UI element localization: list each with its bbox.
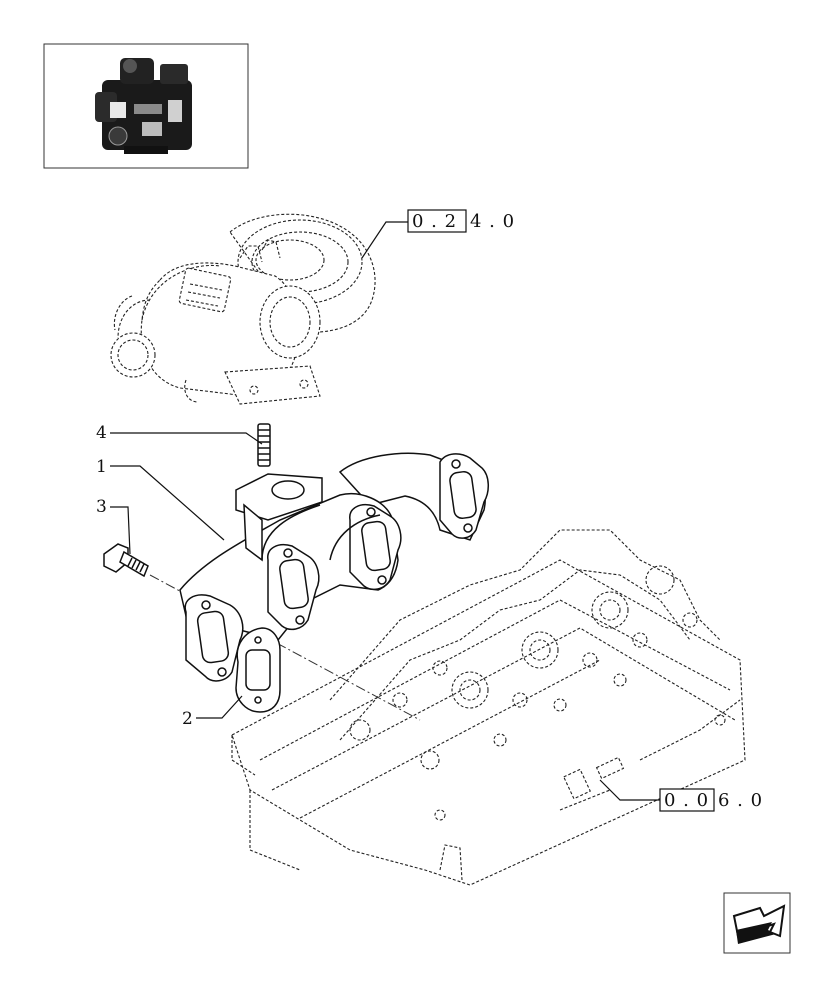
leader-lines (110, 221, 660, 801)
head-reference[interactable]: 0 . 0 6 . 0 (659, 788, 763, 812)
manifold-bolt (103, 543, 149, 578)
assembly-axis-line (149, 574, 421, 721)
callout-3: 3 (96, 497, 107, 517)
next-page-arrow-icon (732, 904, 786, 944)
exhaust-manifold (179, 452, 489, 682)
turbo-reference[interactable]: 0 . 2 4 . 0 (407, 209, 515, 233)
callout-4: 4 (96, 423, 107, 443)
callout-2: 2 (182, 709, 193, 729)
turbocharger-outline (110, 213, 376, 405)
engine-thumbnail[interactable] (43, 43, 249, 169)
next-page-button[interactable] (723, 892, 791, 954)
turbo-ref-rest: 4 . 0 (470, 211, 515, 232)
head-ref-boxed: 0 . 0 (664, 790, 709, 811)
turbo-ref-boxed: 0 . 2 (412, 211, 457, 232)
manifold-stud (257, 423, 271, 467)
cylinder-head-outline (231, 529, 746, 886)
head-ref-rest: 6 . 0 (718, 790, 763, 811)
callout-1: 1 (96, 457, 107, 477)
manifold-gasket (235, 627, 281, 713)
engine-thumbnail-icon (95, 58, 192, 154)
